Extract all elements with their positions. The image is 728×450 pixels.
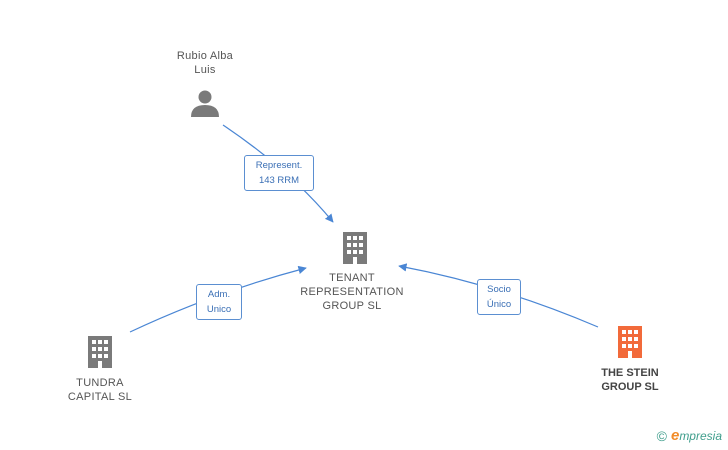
edge-label-line: Adm. [207, 289, 231, 300]
edge-label-adm[interactable]: Adm. Unico [196, 284, 242, 320]
edge-label-line: Único [486, 299, 512, 310]
node-label-person[interactable]: Rubio Alba Luis [160, 49, 250, 77]
node-label-stein[interactable]: THE STEIN GROUP SL [580, 366, 680, 394]
edge-label-line: Unico [206, 304, 232, 315]
edge-label-line: Socio [487, 284, 511, 295]
edge-label-socio[interactable]: Socio Único [477, 279, 521, 315]
building-icon[interactable] [343, 232, 367, 264]
node-label-line: Rubio Alba [176, 50, 234, 62]
node-label-tundra[interactable]: TUNDRA CAPITAL SL [50, 376, 150, 404]
building-icon[interactable] [88, 336, 112, 368]
person-icon[interactable] [191, 90, 219, 118]
node-label-line: TENANT [329, 272, 375, 284]
edge-label-line: Represent. [255, 160, 303, 171]
building-icon[interactable] [618, 326, 642, 358]
node-label-line: THE STEIN [601, 367, 659, 379]
edge-label-line: 143 RRM [258, 175, 300, 186]
node-label-line: GROUP SL [322, 300, 382, 312]
node-label-tenant[interactable]: TENANT REPRESENTATION GROUP SL [292, 271, 412, 313]
node-label-line: Luis [194, 64, 216, 76]
node-label-line: GROUP SL [601, 381, 659, 393]
node-label-line: CAPITAL SL [67, 391, 133, 403]
brand-initial: e [670, 427, 680, 444]
edge-label-represent[interactable]: Represent. 143 RRM [244, 155, 314, 191]
copyright-icon: © [656, 427, 667, 444]
node-label-line: REPRESENTATION [300, 286, 404, 298]
node-label-line: TUNDRA [76, 377, 124, 389]
brand-name: mpresia [679, 429, 722, 443]
brand-logo: © empresia [657, 427, 722, 444]
